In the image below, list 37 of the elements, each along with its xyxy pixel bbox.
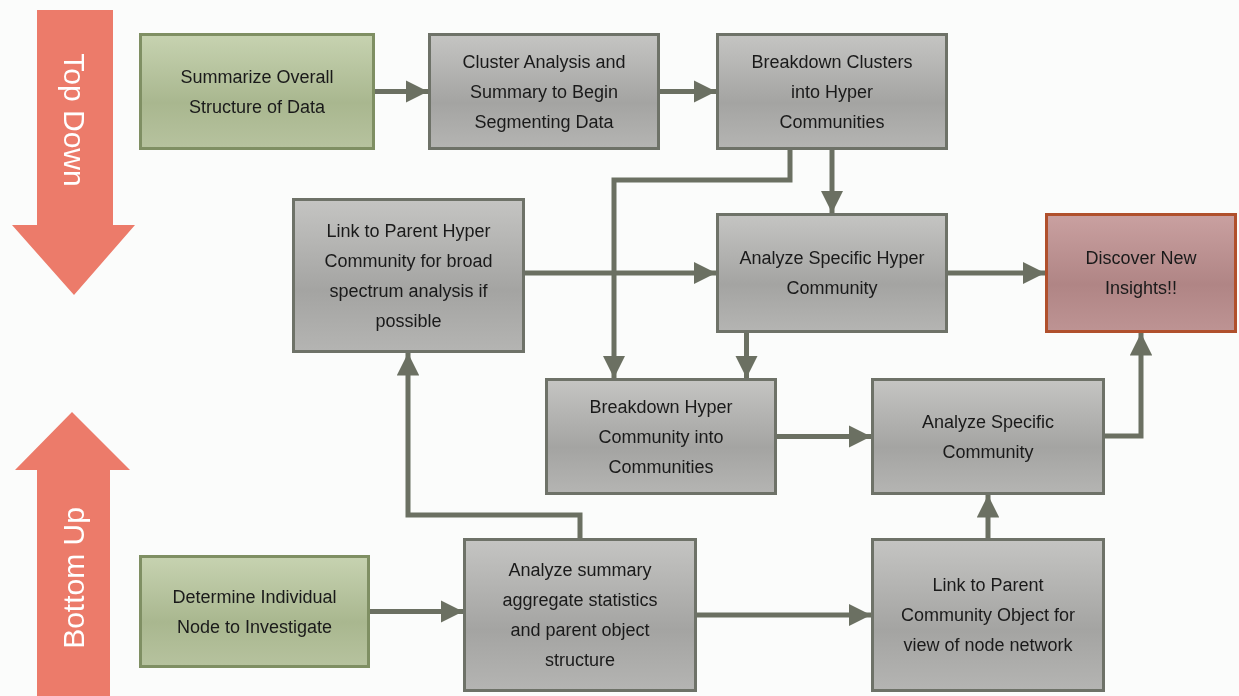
- direction-label: Top Down: [57, 53, 91, 187]
- direction-label: Bottom Up: [57, 507, 91, 649]
- arrow: [602, 150, 793, 378]
- box-text: Summarize Overall Structure of Data: [179, 65, 335, 119]
- process-box: [428, 33, 660, 150]
- process-box: [871, 378, 1105, 495]
- arrow: [375, 80, 428, 103]
- box-text: Breakdown Hyper Community into Communities: [588, 395, 734, 479]
- arrow: [820, 150, 844, 213]
- box-text: Link to Parent Community Object for view of node network: [899, 574, 1077, 657]
- start-box: [139, 555, 370, 668]
- box-text: Discover New Insights!!: [1084, 247, 1198, 300]
- box-text: Breakdown Clusters into Hyper Communities: [750, 50, 914, 134]
- arrow: [948, 261, 1045, 285]
- box-text: Analyze Specific Community: [920, 410, 1056, 464]
- process-box: [545, 378, 777, 495]
- arrow: [777, 425, 871, 448]
- process-box: [716, 33, 948, 150]
- start-box: [139, 33, 375, 150]
- arrow: [735, 333, 758, 378]
- arrow: [697, 603, 871, 627]
- box-text: Cluster Analysis and Summary to Begin Segmenting Data: [461, 50, 627, 134]
- box-text: Determine Individual Node to Investigate: [171, 585, 338, 639]
- arrow: [525, 261, 716, 285]
- box-text: Link to Parent Hyper Community for broad spectrum analysis if possible: [323, 219, 494, 333]
- process-box: [463, 538, 697, 692]
- box-text: Analyze Specific Hyper Community: [739, 247, 925, 300]
- arrow: [660, 80, 716, 103]
- arrow: [1105, 333, 1153, 439]
- process-box: [871, 538, 1105, 692]
- process-box: [292, 198, 525, 353]
- box-text: Analyze summary aggregate statistics and parent object structure: [501, 559, 659, 672]
- arrow: [976, 495, 1000, 538]
- arrow: [396, 353, 583, 538]
- result-box: [1045, 213, 1237, 333]
- process-box: [716, 213, 948, 333]
- arrow: [370, 600, 463, 623]
